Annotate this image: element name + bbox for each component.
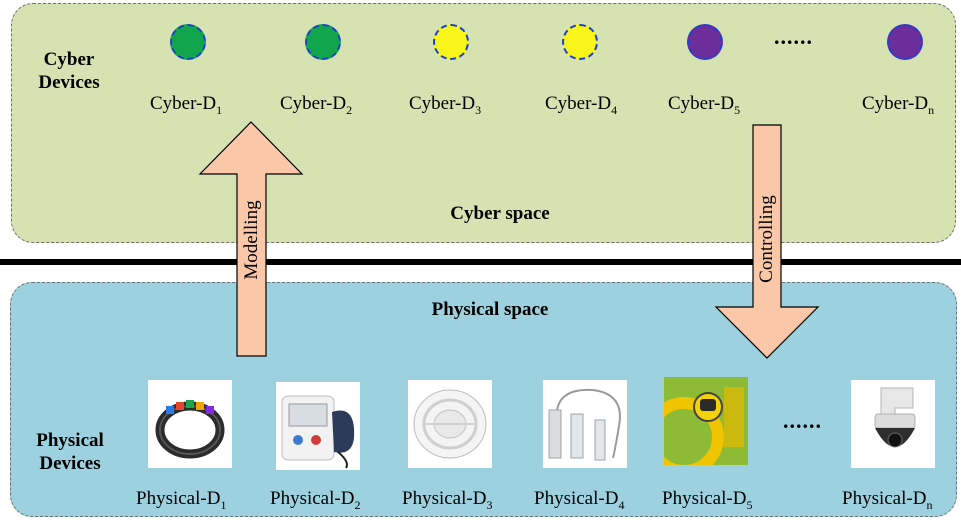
cyber-device-1-label: Cyber-D1 <box>150 93 223 117</box>
physical-device-5-photo <box>664 377 748 465</box>
cyber-device-2-node <box>305 24 341 60</box>
blood-pressure-monitor-icon <box>281 395 355 469</box>
cyber-device-n-label: Cyber-Dn <box>862 93 935 117</box>
physical-device-4-photo <box>543 380 627 468</box>
physical-devices-ellipsis: ...... <box>783 408 822 433</box>
physical-device-2-label: Physical-D2 <box>270 488 361 512</box>
modelling-label: Modelling <box>241 200 262 280</box>
modelling-arrow <box>198 121 304 357</box>
cyber-device-1-node <box>170 24 206 60</box>
cyber-space-title: Cyber space <box>450 203 550 224</box>
physical-device-1-label: Physical-D1 <box>136 488 227 512</box>
dome-camera-icon <box>874 387 916 448</box>
smoke-detector-icon <box>413 389 487 459</box>
physical-space-title: Physical space <box>431 299 549 320</box>
cyber-device-n-node <box>887 24 923 60</box>
cyber-device-2-label: Cyber-D2 <box>280 93 353 117</box>
controlling-label: Controlling <box>756 195 777 283</box>
physical-device-n-photo <box>851 380 935 468</box>
smart-wristband-icon <box>155 400 225 459</box>
physical-devices-label: Physical Devices <box>36 430 104 474</box>
physical-device-3-label: Physical-D3 <box>402 488 493 512</box>
cyber-devices-ellipsis: ...... <box>774 24 813 49</box>
cyber-device-3-node <box>433 24 469 60</box>
cyber-space-region <box>11 3 956 243</box>
cyber-devices-label: Cyber Devices <box>38 49 100 93</box>
cyber-device-3-label: Cyber-D3 <box>409 93 482 117</box>
physical-device-4-label: Physical-D4 <box>534 488 625 512</box>
controlling-arrow <box>714 124 820 359</box>
cyber-device-5-label: Cyber-D5 <box>668 93 741 117</box>
physical-device-2-photo <box>276 382 360 470</box>
space-divider-line <box>0 259 961 265</box>
shared-bike-icon <box>664 377 748 465</box>
physical-device-3-photo <box>408 380 492 468</box>
physical-device-1-photo <box>148 380 232 468</box>
cyber-device-4-label: Cyber-D4 <box>545 93 618 117</box>
door-sensor-icon <box>548 388 621 461</box>
cyber-device-5-node <box>687 24 723 60</box>
cyber-device-4-node <box>562 24 598 60</box>
physical-device-n-label: Physical-Dn <box>842 488 933 512</box>
physical-device-5-label: Physical-D5 <box>662 488 753 512</box>
